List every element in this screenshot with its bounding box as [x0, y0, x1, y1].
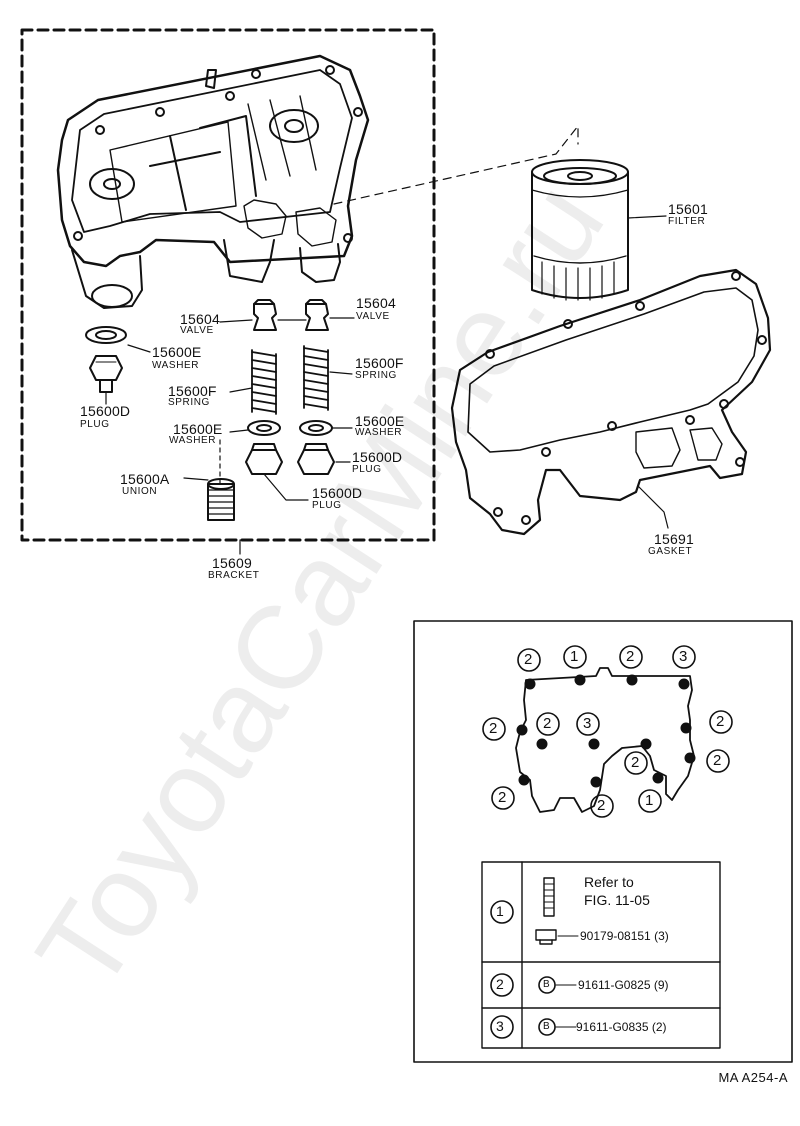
label-valve-right-name: VALVE [356, 311, 390, 322]
label-washer-right-name: WASHER [355, 427, 403, 438]
label-spring-left-number: 15600F [168, 383, 217, 399]
fastener-table-grid [481, 861, 721, 1049]
label-washer-right-number: 15600E [355, 413, 405, 429]
washer-left-shape [247, 420, 281, 436]
table-refer-text: Refer to [584, 874, 634, 890]
spring-right-shape [303, 345, 329, 411]
callout-number: 1 [645, 792, 654, 809]
callout-circle [709, 710, 733, 734]
label-washer-top-name: WASHER [152, 360, 200, 371]
plug-left-shape [89, 355, 123, 393]
callout-circle [576, 712, 600, 736]
washer-top-shape [85, 326, 127, 344]
callout-number: 2 [716, 713, 725, 730]
badge-circle-2 [538, 976, 556, 994]
callout-number: 2 [498, 789, 507, 806]
label-washer-top-number: 15600E [152, 344, 202, 360]
callout-number: 3 [679, 648, 688, 665]
label-filter-name: FILTER [668, 216, 706, 227]
label-washer-left-number: 15600E [173, 421, 223, 437]
table-key-circle-3 [490, 1015, 514, 1039]
callout-number: 3 [583, 715, 592, 732]
valve-left-shape [253, 299, 277, 331]
table-part-3: 91611-G0835 (2) [576, 1020, 667, 1034]
bracket-boundary [20, 28, 436, 542]
label-gasket-number: 15691 [654, 531, 694, 547]
callout-circle [482, 717, 506, 741]
stud-bolt-icon [543, 877, 555, 917]
filter-shape [531, 159, 629, 301]
badge-circle-3 [538, 1018, 556, 1036]
callout-circle [590, 794, 614, 818]
label-plug-left-number: 15600D [80, 403, 131, 419]
label-spring-left-name: SPRING [168, 397, 210, 408]
label-washer-left-name: WASHER [169, 435, 217, 446]
table-key-1: 1 [496, 903, 504, 919]
inset-bracket-outline [515, 667, 696, 813]
washer-right-shape [299, 420, 333, 436]
table-key-3: 3 [496, 1018, 504, 1034]
table-key-2: 2 [496, 976, 504, 992]
valve-right-shape [305, 299, 329, 331]
label-bracket-name: BRACKET [208, 570, 260, 581]
label-valve-left-name: VALVE [180, 325, 214, 336]
table-badge-3: B [543, 1021, 550, 1032]
label-plug-right-number: 15600D [352, 449, 403, 465]
callout-number: 2 [631, 754, 640, 771]
callout-circle [638, 789, 662, 813]
label-filter-number: 15601 [668, 201, 708, 217]
gasket-shape [450, 268, 772, 536]
callout-number: 2 [489, 720, 498, 737]
callout-number: 1 [570, 648, 579, 665]
callout-circle [536, 712, 560, 736]
callout-number: 2 [524, 651, 533, 668]
label-spring-right-name: SPRING [355, 370, 397, 381]
label-plug-bottom-number: 15600D [312, 485, 363, 501]
table-part-1: 90179-08151 (3) [580, 929, 669, 943]
callout-circle [619, 645, 643, 669]
label-spring-right-number: 15600F [355, 355, 404, 371]
label-plug-right-name: PLUG [352, 464, 382, 475]
bolt-inset-frame [413, 620, 793, 1063]
table-key-circle-2 [490, 973, 514, 997]
table-part-2: 91611-G0825 (9) [578, 978, 669, 992]
callout-number: 2 [626, 648, 635, 665]
callout-number: 2 [543, 715, 552, 732]
label-bracket-number: 15609 [212, 555, 252, 571]
callout-number: 2 [713, 752, 722, 769]
label-union-name: UNION [122, 486, 158, 497]
callout-circle [517, 648, 541, 672]
label-valve-left-number: 15604 [180, 311, 220, 327]
nut-flange-icon [535, 929, 557, 945]
label-plug-left-name: PLUG [80, 419, 110, 430]
label-valve-right-number: 15604 [356, 295, 396, 311]
table-fig-text: FIG. 11-05 [584, 892, 650, 908]
plug-right-shape [297, 443, 335, 475]
table-badge-2: B [543, 979, 550, 990]
label-plug-bottom-name: PLUG [312, 500, 342, 511]
callout-circle [491, 786, 515, 810]
label-union-number: 15600A [120, 471, 170, 487]
spring-left-shape [251, 349, 277, 415]
table-key-circle-1 [490, 900, 514, 924]
label-gasket-name: GASKET [648, 546, 693, 557]
plug-bottom-shape [245, 443, 283, 475]
callout-circle [624, 751, 648, 775]
bracket-body [56, 54, 370, 309]
figure-code: MA A254-A [718, 1070, 788, 1085]
callout-circle [563, 645, 587, 669]
callout-circle [706, 749, 730, 773]
union-shape [207, 478, 235, 521]
callout-circle [672, 645, 696, 669]
callout-number: 2 [597, 797, 606, 814]
